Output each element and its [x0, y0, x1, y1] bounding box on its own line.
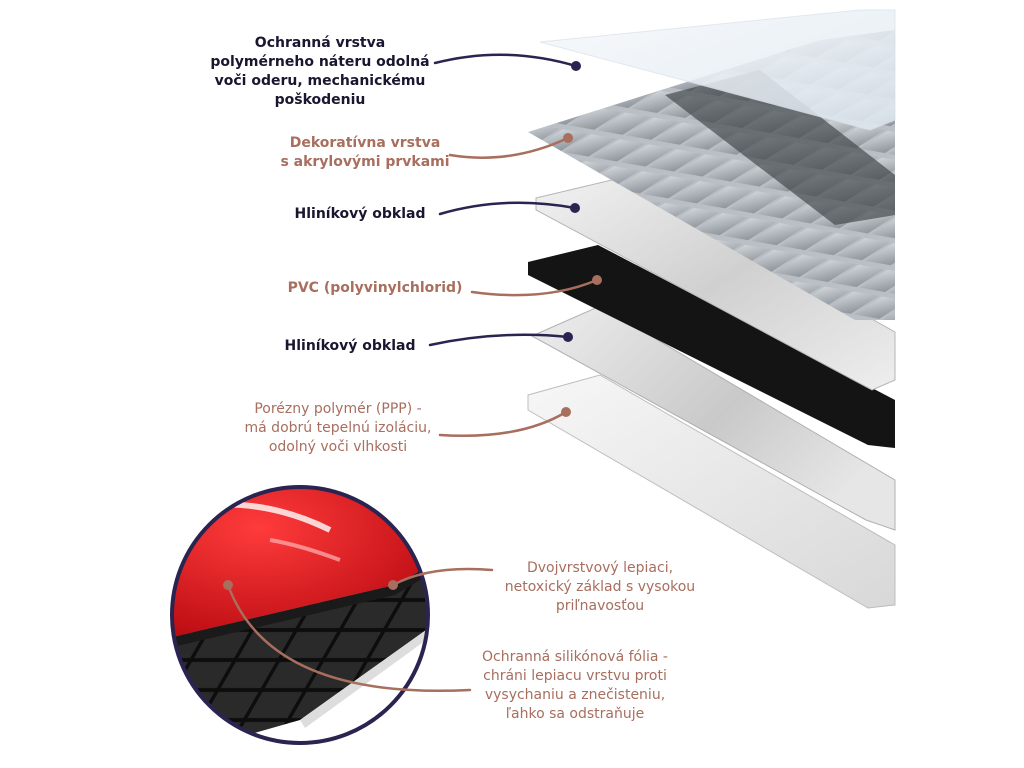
connectors: [226, 53, 599, 692]
adhesive-inset: [170, 485, 430, 745]
connector-aluminum-top: [438, 201, 577, 216]
label-porous-polymer: Porézny polymér (PPP) - má dobrú tepelnú…: [244, 401, 432, 455]
label-adhesive: Dvojvrstvový lepiaci, netoxický základ s…: [504, 560, 696, 614]
dot-adhesive: [388, 580, 398, 590]
label-silicone-film: Ochranná silikónová fólia - chráni lepia…: [482, 649, 668, 722]
layer-stack: [527, 9, 896, 609]
label-protective-coating: Ochranná vrstva polymérneho náteru odoln…: [210, 35, 430, 108]
dot-decorative-layer: [563, 133, 573, 143]
dot-pvc: [592, 275, 602, 285]
dot-porous-polymer: [561, 407, 571, 417]
connector-pvc: [470, 278, 599, 297]
porous-polymer-layer: [527, 374, 896, 609]
connector-dots: [223, 61, 602, 590]
mosaic-dark-zone: [665, 70, 895, 225]
protective-coating-layer: [539, 9, 896, 131]
dot-aluminum-top: [570, 203, 580, 213]
aluminum-layer-bottom: [530, 305, 896, 531]
connector-decorative-layer: [448, 136, 570, 159]
connector-silicone-film: [226, 583, 472, 692]
connector-aluminum-bottom: [428, 333, 570, 347]
label-aluminum-top: Hliníkový obklad: [294, 206, 426, 222]
label-decorative-layer: Dekoratívna vrstva s akrylovými prvkami: [280, 135, 450, 170]
pvc-layer: [528, 245, 895, 448]
connector-porous-polymer: [438, 410, 568, 437]
inset-ring: [170, 485, 430, 745]
dot-protective-coating: [571, 61, 581, 71]
dot-aluminum-bottom: [563, 332, 573, 342]
connector-adhesive: [391, 567, 494, 587]
label-aluminum-bottom: Hliníkový obklad: [284, 338, 416, 354]
label-pvc: PVC (polyvinylchlorid): [287, 280, 463, 296]
connector-protective-coating: [433, 53, 578, 68]
dot-silicone-film: [223, 580, 233, 590]
